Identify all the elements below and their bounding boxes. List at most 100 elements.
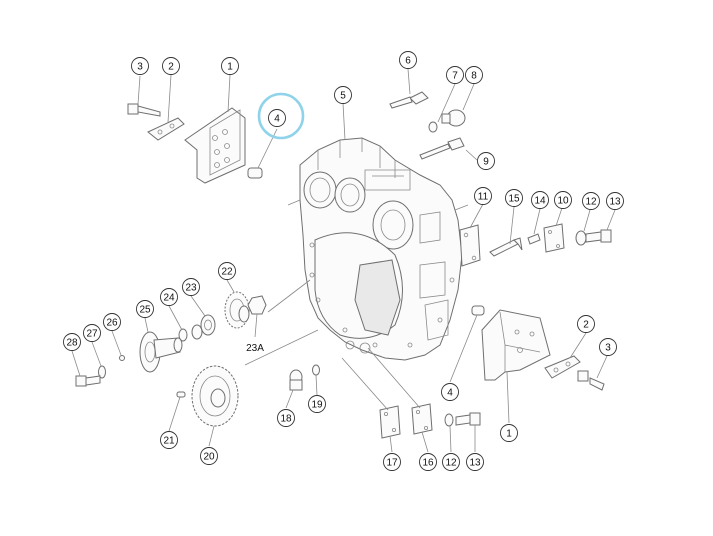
bolt-part-9[interactable] (419, 137, 465, 160)
bolt-part-13b[interactable] (455, 412, 481, 426)
callout-12[interactable]: 12 (582, 192, 600, 210)
washer-part-27[interactable] (98, 365, 106, 379)
plug-part-18[interactable] (289, 369, 303, 391)
callout-24[interactable]: 24 (160, 288, 178, 306)
washer-part-12b[interactable] (444, 413, 454, 427)
gasket-part-10[interactable] (543, 223, 565, 253)
ball-part-26[interactable] (119, 355, 125, 361)
plug-part-8[interactable] (441, 109, 466, 127)
bolt-part-28[interactable] (75, 375, 101, 387)
callout-10[interactable]: 10 (554, 191, 572, 209)
callout-label: 2 (168, 62, 174, 73)
callout-3[interactable]: 3 (131, 57, 149, 75)
callout-label: 16 (422, 458, 434, 469)
callout-label: 28 (66, 338, 78, 349)
plate-part-2b[interactable] (544, 355, 581, 379)
callout-label: 6 (405, 56, 411, 67)
callout-label: 1 (227, 62, 233, 73)
mounting-bracket-left[interactable] (184, 107, 246, 184)
callout-label: 11 (478, 192, 489, 203)
callout-label: 25 (139, 305, 151, 316)
spacer-part-24[interactable] (178, 328, 188, 342)
callout-2-right[interactable]: 2 (577, 315, 595, 333)
callout-label: 4 (274, 114, 280, 125)
washer-part-7[interactable] (428, 121, 438, 133)
screw-part-14[interactable] (527, 233, 541, 245)
callout-23[interactable]: 23 (182, 278, 200, 296)
callout-label: 15 (508, 194, 520, 205)
callout-4-highlighted[interactable]: 4 (257, 92, 305, 140)
callout-1[interactable]: 1 (221, 57, 239, 75)
callout-8[interactable]: 8 (465, 66, 483, 84)
bolt-part-3b[interactable] (577, 370, 605, 391)
callout-4-right[interactable]: 4 (441, 383, 459, 401)
callout-label: 14 (534, 196, 546, 207)
callout-26[interactable]: 26 (103, 313, 121, 331)
mounting-bracket-right[interactable] (481, 309, 551, 381)
callout-3-right[interactable]: 3 (599, 338, 617, 356)
callout-5[interactable]: 5 (334, 86, 352, 104)
pin-part-21[interactable] (176, 391, 186, 398)
washer-part-12[interactable] (575, 230, 587, 246)
callout-label: 10 (557, 196, 569, 207)
housing-part[interactable] (287, 137, 469, 361)
callout-27[interactable]: 27 (83, 324, 101, 342)
callout-13[interactable]: 13 (606, 192, 624, 210)
callout-label: 20 (203, 452, 215, 463)
gear-part-22[interactable] (224, 291, 250, 329)
callout-label: 24 (163, 293, 175, 304)
callout-13-lower[interactable]: 13 (466, 453, 484, 471)
callout-22[interactable]: 22 (218, 262, 236, 280)
callout-label: 13 (469, 458, 481, 469)
callout-7[interactable]: 7 (446, 66, 464, 84)
bolt-part-top[interactable] (127, 103, 161, 117)
callout-21[interactable]: 21 (160, 431, 178, 449)
callout-label: 2 (583, 320, 589, 331)
highlight-ring (257, 92, 305, 140)
shaft-part-25[interactable] (139, 331, 183, 373)
callout-label: 5 (340, 91, 346, 102)
pin-part-4b[interactable] (471, 305, 485, 316)
callout-18[interactable]: 18 (277, 409, 295, 427)
callout-label: 22 (221, 267, 233, 278)
callout-label: 21 (163, 436, 175, 447)
callout-label: 26 (106, 318, 118, 329)
callout-14[interactable]: 14 (531, 191, 549, 209)
cover-part-16[interactable] (411, 403, 433, 435)
callout-19[interactable]: 19 (308, 395, 326, 413)
callout-16[interactable]: 16 (419, 453, 437, 471)
callout-label: 1 (506, 429, 512, 440)
callout-25[interactable]: 25 (136, 300, 154, 318)
callout-2[interactable]: 2 (162, 57, 180, 75)
cover-part-11[interactable] (459, 224, 481, 267)
callout-label: 3 (137, 62, 143, 73)
gasket-part-17[interactable] (379, 405, 401, 439)
bolt-part-6[interactable] (389, 91, 429, 109)
key-part-15[interactable] (489, 237, 523, 257)
callout-20[interactable]: 20 (200, 447, 218, 465)
callout-23a[interactable]: 23A (246, 343, 264, 354)
callout-9[interactable]: 9 (477, 152, 495, 170)
pin-part-top[interactable] (247, 167, 263, 179)
callout-label: 12 (445, 458, 457, 469)
nut-part-23a[interactable] (247, 295, 267, 315)
callout-12-lower[interactable]: 12 (442, 453, 460, 471)
callout-17[interactable]: 17 (383, 453, 401, 471)
callout-15[interactable]: 15 (505, 189, 523, 207)
callout-28[interactable]: 28 (63, 333, 81, 351)
callout-1-right[interactable]: 1 (500, 424, 518, 442)
oring-part-19[interactable] (312, 364, 320, 376)
gear-part-20[interactable] (191, 365, 239, 427)
bolt-part-13[interactable] (585, 229, 612, 243)
callout-label: 17 (386, 458, 398, 469)
callout-11[interactable]: 11 (474, 187, 492, 205)
callout-label: 8 (471, 71, 477, 82)
bearing-part-23[interactable] (191, 314, 216, 340)
callout-label: 19 (311, 400, 323, 411)
callout-6[interactable]: 6 (399, 51, 417, 69)
callout-label: 7 (452, 71, 458, 82)
plate-part-top[interactable] (147, 117, 185, 141)
callout-label: 13 (609, 197, 621, 208)
callout-label: 27 (86, 329, 98, 340)
